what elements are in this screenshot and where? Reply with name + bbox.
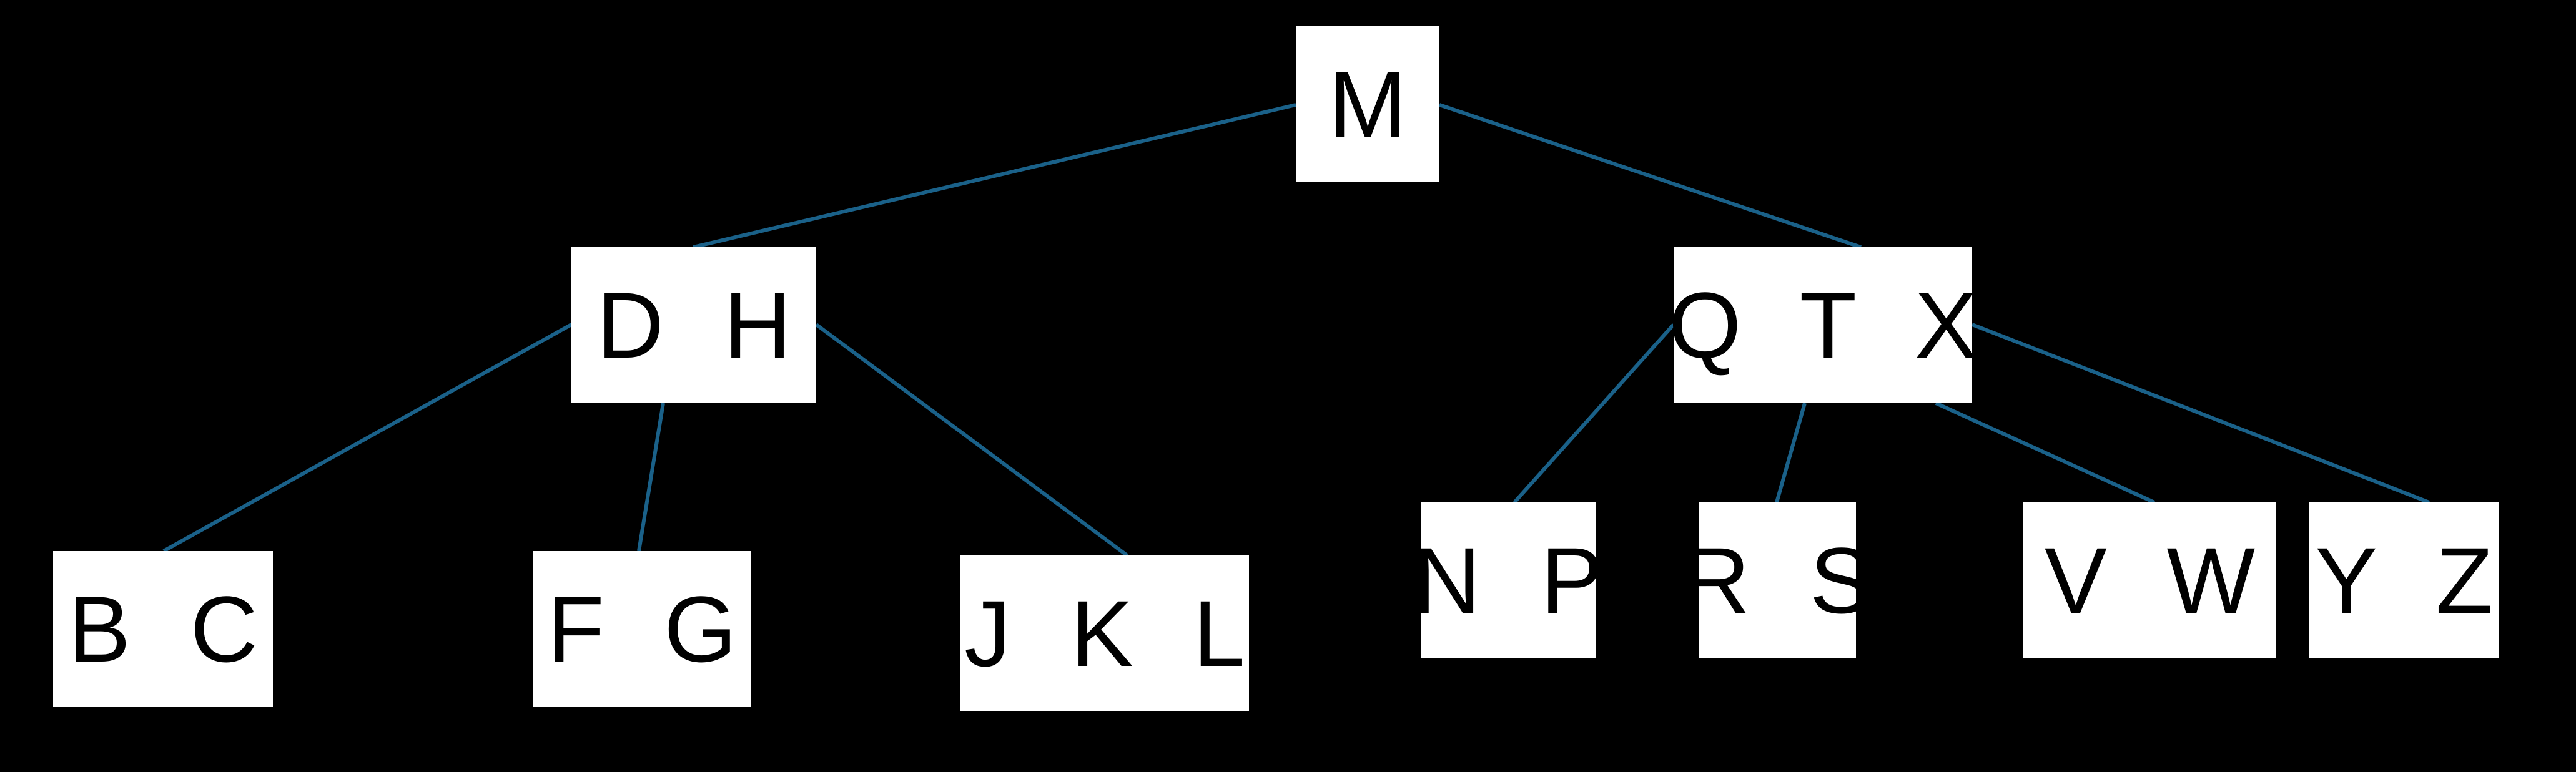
tree-node-l-fg[interactable]: F G xyxy=(533,551,751,707)
tree-node-root[interactable]: M xyxy=(1296,26,1439,182)
tree-node-label: N P xyxy=(1413,528,1621,633)
tree-node-label: Y Z xyxy=(2315,528,2510,633)
tree-node-label: F G xyxy=(547,577,754,682)
tree-node-n-dh[interactable]: D H xyxy=(571,247,816,403)
tree-node-label: M xyxy=(1328,52,1424,157)
tree-edge xyxy=(1971,323,2430,504)
tree-edge xyxy=(637,403,665,552)
tree-edge xyxy=(1935,401,2156,504)
tree-node-label: B C xyxy=(67,577,275,682)
tree-node-label: J K L xyxy=(964,581,1262,686)
tree-edge xyxy=(1775,403,1807,503)
tree-node-label: R S xyxy=(1682,528,1890,633)
tree-node-label: D H xyxy=(596,273,809,378)
tree-node-l-np[interactable]: N P xyxy=(1413,502,1603,658)
tree-node-l-rs[interactable]: R S xyxy=(1682,502,1872,658)
tree-node-l-yz[interactable]: Y Z xyxy=(2309,502,2499,658)
tree-edge xyxy=(815,323,1128,557)
tree-edge xyxy=(1513,323,1675,504)
tree-node-l-bc[interactable]: B C xyxy=(53,551,273,707)
tree-edge xyxy=(162,323,573,553)
tree-node-label: V W xyxy=(2044,528,2273,633)
tree-edge xyxy=(1439,103,1862,249)
tree-edge xyxy=(693,103,1296,249)
tree-node-l-vw[interactable]: V W xyxy=(2023,502,2276,658)
tree-node-label: Q T X xyxy=(1668,273,1995,378)
tree-node-l-jkl[interactable]: J K L xyxy=(960,555,1249,711)
tree-node-n-qtx[interactable]: Q T X xyxy=(1669,247,1977,403)
